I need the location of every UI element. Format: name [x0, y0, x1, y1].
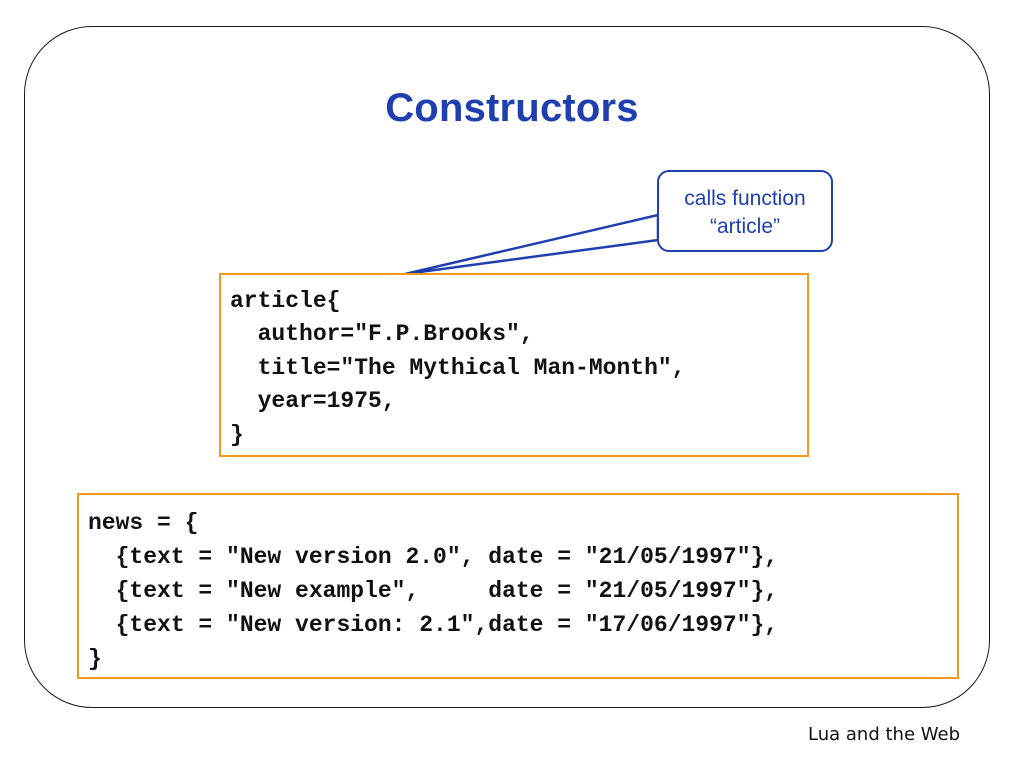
news-code-box: news = { {text = "New version 2.0", date…: [77, 493, 959, 679]
code-line: {text = "New version 2.0", date = "21/05…: [88, 544, 779, 570]
code-line: title="The Mythical Man-Month",: [230, 354, 686, 381]
code-line: author="F.P.Brooks",: [230, 321, 534, 348]
article-code-box: article{ author="F.P.Brooks", title="The…: [219, 273, 809, 457]
callout-bubble: calls function “article”: [657, 170, 833, 252]
code-line: news = {: [88, 510, 199, 536]
code-line: year=1975,: [230, 388, 396, 415]
slide-title: Constructors: [385, 86, 639, 130]
slide-frame: [24, 26, 990, 708]
code-line: article{: [230, 288, 341, 314]
callout-line-1: calls function: [684, 187, 806, 210]
code-line: }: [88, 646, 102, 672]
slide-footer: Lua and the Web: [808, 724, 960, 745]
code-line: {text = "New version: 2.1",date = "17/06…: [88, 612, 779, 638]
code-line: {text = "New example", date = "21/05/199…: [88, 578, 779, 604]
code-line: }: [230, 421, 244, 448]
callout-line-2: “article”: [709, 215, 780, 238]
